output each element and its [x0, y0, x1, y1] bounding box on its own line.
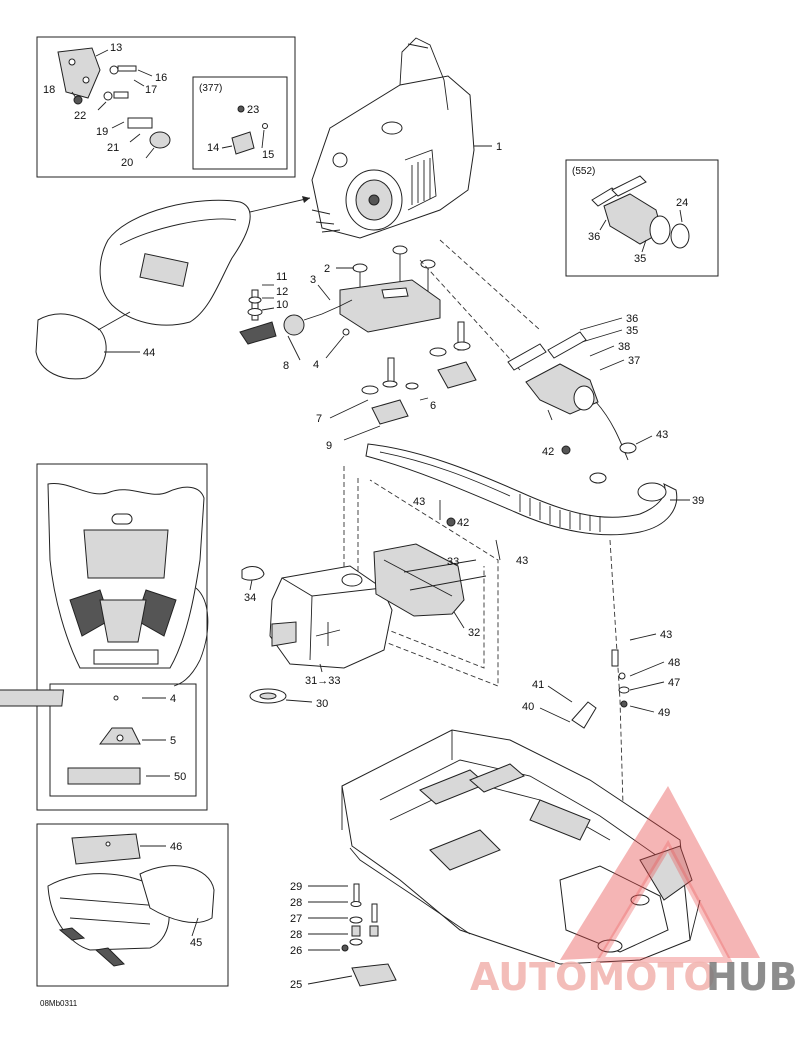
callout-25: 25: [290, 979, 302, 991]
callout-8: 8: [283, 360, 289, 372]
callout-44: 44: [143, 347, 155, 359]
callout-3: 3: [310, 274, 316, 286]
pointer-arrow: [249, 197, 311, 213]
callout-47: 47: [668, 677, 680, 689]
watermark-text-accent: HUB: [706, 955, 798, 999]
callout-35: 35: [626, 325, 638, 337]
engine-drawing: [311, 37, 492, 239]
callout-19: 19: [96, 126, 108, 138]
callout-43-right-lower: 43: [660, 629, 672, 641]
callout-14: 14: [207, 142, 219, 154]
callout-49: 49: [658, 707, 670, 719]
callout-21: 21: [107, 142, 119, 154]
callout-1: 1: [496, 141, 502, 153]
guide-line: [439, 239, 541, 331]
inset-box-belly-pan: [36, 823, 229, 987]
watermark-logo: [560, 786, 760, 963]
callout-45: 45: [190, 937, 202, 949]
callout-34: 34: [244, 592, 256, 604]
callout-23: 23: [247, 104, 259, 116]
drawing-code: 08Mb0311: [40, 999, 78, 1008]
callout-46: 46: [170, 841, 182, 853]
chassis-frame-drawing: [341, 729, 701, 965]
callout-43-center: 43: [413, 496, 425, 508]
inset-box-hood: [0, 463, 209, 811]
callout-13: 13: [110, 42, 122, 54]
callout-41: 41: [532, 679, 544, 691]
bracket-spring-parts: [539, 633, 665, 729]
callout-36-inset: 36: [588, 231, 600, 243]
callout-31-33: 31→33: [305, 675, 340, 687]
callout-32: 32: [468, 627, 480, 639]
callout-10: 10: [276, 299, 288, 311]
callout-12: 12: [276, 286, 288, 298]
mount-hardware-left: [239, 284, 353, 361]
callout-2: 2: [324, 263, 330, 275]
callout-27: 27: [290, 913, 302, 925]
callout-7: 7: [316, 413, 322, 425]
inset-subbox-377: [192, 76, 288, 170]
callout-26: 26: [290, 945, 302, 957]
callout-4: 4: [313, 359, 319, 371]
callout-16: 16: [155, 72, 167, 84]
callout-11: 11: [276, 271, 287, 283]
callout-38: 38: [618, 341, 630, 353]
callout-43-right-upper: 43: [656, 429, 668, 441]
callout-33: 33: [447, 556, 459, 568]
callout-9: 9: [326, 440, 332, 452]
callout-39: 39: [692, 495, 704, 507]
mount-hardware-lower: [329, 321, 477, 441]
inset-box-552: [565, 159, 719, 277]
callout-5-decal: 5: [170, 735, 176, 747]
callout-28-lower: 28: [290, 929, 302, 941]
callout-6: 6: [430, 400, 436, 412]
callout-48: 48: [668, 657, 680, 669]
callout-37: 37: [628, 355, 640, 367]
callout-15: 15: [262, 149, 274, 161]
guide-line: [419, 259, 521, 371]
gasket-parts: [589, 435, 653, 484]
callout-30: 30: [316, 698, 328, 710]
callout-36: 36: [626, 313, 638, 325]
callout-40: 40: [522, 701, 534, 713]
callout-28-upper: 28: [290, 897, 302, 909]
tuned-pipe-drawing: [365, 443, 690, 561]
callout-18: 18: [43, 84, 55, 96]
engine-mount-parts: [336, 245, 441, 333]
exhaust-manifold-drawing: [507, 317, 629, 461]
variant-377-label: (377): [199, 83, 222, 94]
fan-cover-drawing: [35, 199, 251, 380]
callout-42-upper: 42: [542, 446, 554, 458]
guide-line: [609, 539, 625, 841]
callout-35-inset: 35: [634, 253, 646, 265]
hardware-stack-parts: [307, 883, 397, 987]
variant-552-label: (552): [572, 166, 595, 177]
callout-17: 17: [145, 84, 157, 96]
callout-50: 50: [174, 771, 186, 783]
callout-43-mid: 43: [516, 555, 528, 567]
muffler-drawing: [241, 543, 487, 704]
callout-4-decal: 4: [170, 693, 176, 705]
watermark-text-main: AUTOMOTO: [470, 955, 716, 999]
inset-box-bracket-parts: [36, 36, 296, 178]
callout-42-lower: 42: [457, 517, 469, 529]
callout-24: 24: [676, 197, 688, 209]
callout-22: 22: [74, 110, 86, 122]
callout-20: 20: [121, 157, 133, 169]
callout-29: 29: [290, 881, 302, 893]
